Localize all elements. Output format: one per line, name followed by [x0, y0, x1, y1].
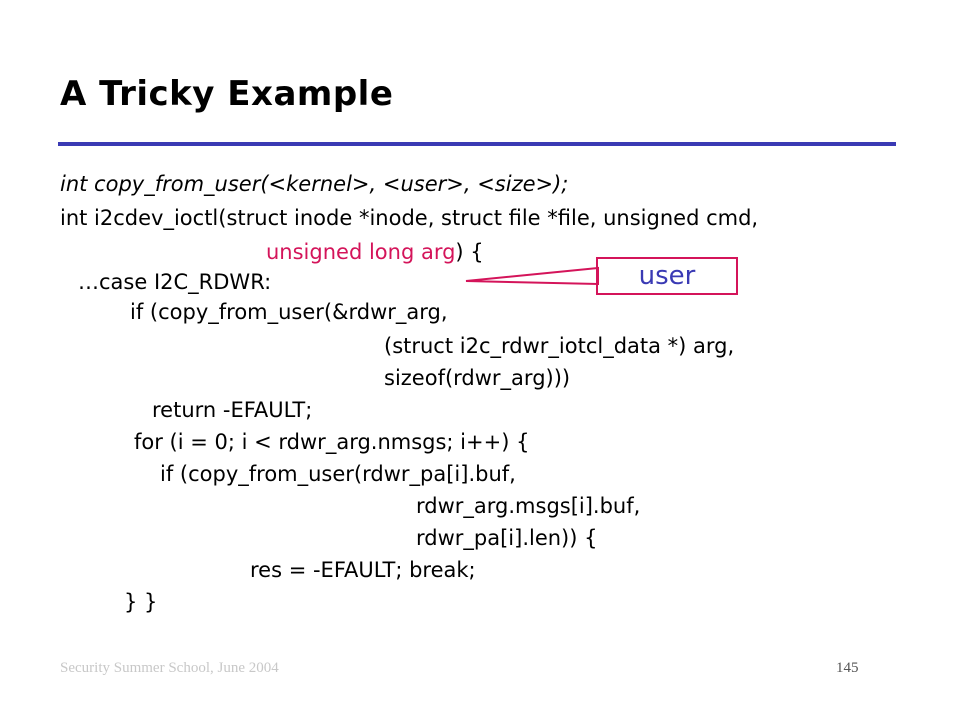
- code-line-arg-decl: unsigned long arg) {: [266, 238, 484, 266]
- code-line-msgs-buf: rdwr_arg.msgs[i].buf,: [416, 494, 641, 518]
- code-line-signature: int copy_from_user(<kernel>, <user>, <si…: [60, 172, 569, 196]
- code-arg-brace: ) {: [455, 240, 484, 264]
- code-line-sizeof: sizeof(rdwr_arg))): [384, 366, 571, 390]
- code-line-len: rdwr_pa[i].len)) {: [416, 526, 598, 550]
- slide-title: A Tricky Example: [60, 74, 394, 114]
- footer-event: Security Summer School, June 2004: [60, 660, 279, 676]
- page-number: 145: [836, 660, 859, 676]
- code-line-case: …case I2C_RDWR:: [78, 270, 272, 294]
- code-line-cast-arg: (struct i2c_rdwr_iotcl_data *) arg,: [384, 334, 735, 358]
- code-line-ioctl-decl: int i2cdev_ioctl(struct inode *inode, st…: [60, 206, 759, 230]
- title-divider: [58, 142, 896, 146]
- code-line-res: res = -EFAULT; break;: [250, 558, 476, 582]
- code-line-return: return -EFAULT;: [152, 398, 313, 422]
- code-line-for: for (i = 0; i < rdwr_arg.nmsgs; i++) {: [134, 430, 530, 454]
- code-arg-highlight: unsigned long arg: [266, 240, 456, 264]
- code-line-if-copy: if (copy_from_user(&rdwr_arg,: [130, 300, 448, 324]
- code-line-close-braces: } }: [124, 590, 158, 614]
- user-callout: user: [596, 257, 738, 295]
- code-line-if-copy-buf: if (copy_from_user(rdwr_pa[i].buf,: [160, 462, 516, 486]
